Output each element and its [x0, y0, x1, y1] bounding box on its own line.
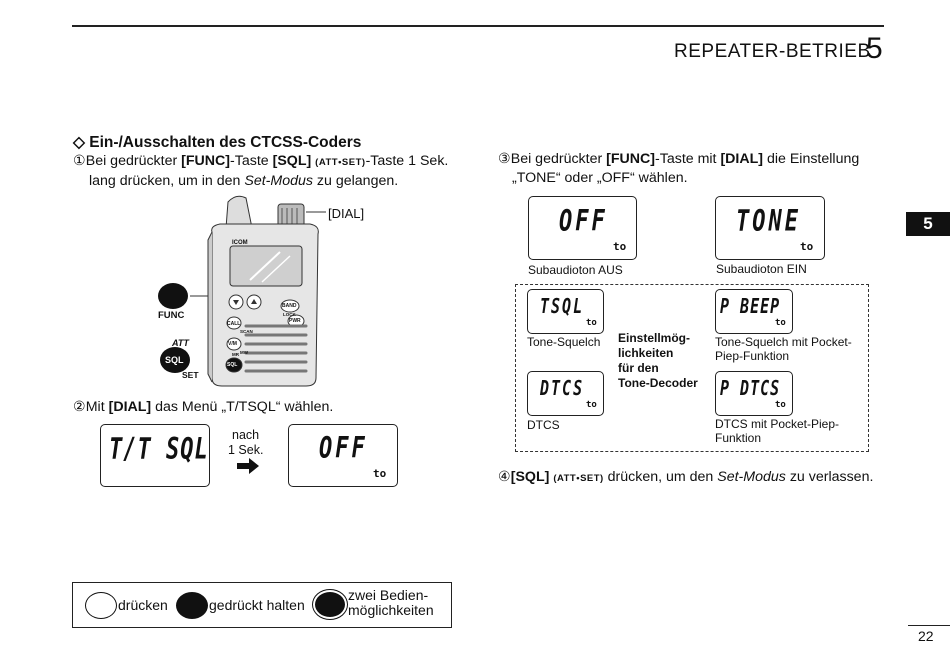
arrow-caption-2: 1 Sek.: [228, 443, 264, 457]
step1-text: ①Bei gedrückter [FUNC]-Taste [SQL] (ATT•…: [73, 153, 449, 189]
caption-pdtcs: DTCS mit Pocket-Piep- Funktion: [715, 417, 840, 445]
two-options-circle-icon: [315, 592, 345, 617]
lcd-tone: TONE to: [715, 196, 825, 260]
step1-marker: ①: [73, 153, 86, 169]
page-number: 22: [918, 628, 934, 644]
step4-marker: ④: [498, 469, 511, 485]
mr-mark: MR: [232, 352, 239, 357]
chapter-number: 5: [866, 32, 883, 65]
sql-key-label: SQL: [165, 355, 184, 365]
caption-pbeep: Tone-Squelch mit Pocket- Piep-Funktion: [715, 335, 852, 363]
lcd-off: OFF to: [528, 196, 637, 260]
decoder-options-label: Einstellmög- lichkeiten für den Tone-Dec…: [618, 331, 698, 390]
lcd-tsql: TSQL to: [527, 289, 604, 334]
func-label: FUNC: [158, 310, 185, 321]
step3-text: ③Bei gedrückter [FUNC]-Taste mit [DIAL] …: [498, 151, 860, 186]
lcd-pdtcs: P DTCS to: [715, 371, 793, 416]
header-rule: [72, 25, 884, 27]
set-label: SET: [182, 370, 199, 380]
decoder-options-box: [515, 284, 869, 452]
step3-marker: ③: [498, 151, 511, 167]
key-legend: drücken gedrückt halten zwei Bedien- mög…: [72, 582, 452, 628]
pwr-key-label: PWR: [289, 318, 301, 324]
lcd-pbeep: P BEEP to: [715, 289, 793, 334]
hold-circle-icon: [176, 592, 208, 619]
att-label: ATT: [172, 338, 189, 348]
caption-dtcs: DTCS: [527, 418, 560, 432]
chapter-side-tab: 5: [906, 212, 950, 236]
step2-marker: ②: [73, 399, 86, 415]
lcd-t-tsql-text: T/T SQL: [109, 433, 209, 467]
band-key-label: BAND: [282, 303, 297, 309]
press-circle-icon: [85, 592, 117, 619]
scan-mark: SCAN: [240, 329, 253, 334]
arrow-caption-1: nach: [232, 428, 260, 442]
sql-small-label: SQL: [227, 362, 238, 368]
legend-hold: gedrückt halten: [209, 597, 305, 613]
footer-rule: [908, 625, 950, 626]
lcd-t-tsql: T/T SQL: [100, 424, 210, 487]
lcd-dtcs: DTCS to: [527, 371, 604, 416]
lock-mark: LOCK: [283, 312, 296, 317]
radio-illustration: [158, 195, 326, 387]
call-key-label: CALL: [227, 321, 241, 327]
section-title: ◇ Ein-/Ausschalten des CTCSS-Coders: [73, 134, 362, 151]
step2-text: ②Mit [DIAL] das Menü „T/TSQL“ wählen.: [73, 399, 334, 415]
arrow-right-icon: [237, 458, 259, 474]
lcd-off-step2: OFF to: [288, 424, 398, 487]
legend-two-options: zwei Bedien- möglichkeiten: [348, 587, 434, 618]
caption-off: Subaudioton AUS: [528, 263, 623, 277]
legend-press: drücken: [118, 597, 168, 613]
dial-label: [DIAL]: [328, 206, 365, 221]
chapter-title: REPEATER-BETRIEB: [674, 41, 871, 62]
mw-mark: MW: [240, 350, 248, 355]
caption-tsql: Tone-Squelch: [527, 335, 601, 349]
vm-key-label: V/M: [228, 341, 237, 347]
caption-tone: Subaudioton EIN: [716, 262, 807, 276]
brand-logo: ICOM: [232, 240, 248, 246]
step4-text: ④[SQL] (ATT•SET) drücken, um den Set-Mod…: [498, 469, 874, 485]
